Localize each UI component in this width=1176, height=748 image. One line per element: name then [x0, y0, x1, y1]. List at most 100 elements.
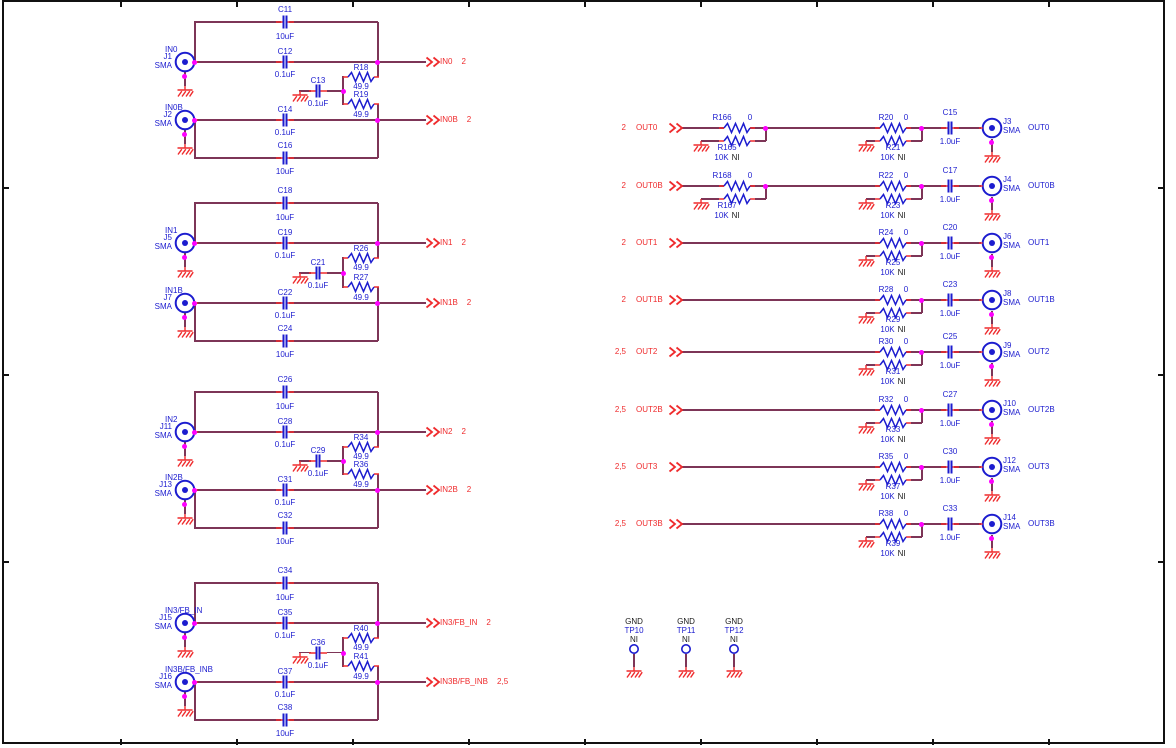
connector-type: SMA [154, 61, 172, 70]
net-label: IN1B [165, 286, 183, 295]
refdes-label: C12 [277, 47, 293, 56]
refdes-label: C30 [942, 447, 958, 456]
value-label: 10uF [275, 537, 295, 546]
wire [682, 127, 981, 129]
value-label: 49.9 [353, 643, 369, 652]
border-tick [352, 739, 354, 745]
wire [194, 682, 196, 720]
value-label: 0 [747, 113, 753, 122]
wire [685, 654, 687, 667]
refdes-label: C32 [277, 511, 293, 520]
ground-icon [984, 548, 1001, 559]
refdes-label: C11 [277, 5, 293, 14]
wire [755, 198, 766, 200]
junction-dot [341, 271, 346, 276]
value-label: 10uF [275, 402, 295, 411]
value-label: 10uF [275, 32, 295, 41]
resistor-icon [343, 251, 379, 265]
junction-dot [375, 488, 380, 493]
wire [194, 303, 196, 341]
junction-dot [182, 132, 187, 137]
refdes-label: C22 [277, 288, 293, 297]
ground-icon [858, 365, 875, 376]
net-label: OUT3 [1028, 462, 1050, 471]
net-label: GND [725, 617, 743, 626]
refdes-label: R35 [878, 452, 894, 461]
offpage-connector-icon [425, 676, 441, 688]
net-label: OUT1 [1028, 238, 1050, 247]
wire [377, 243, 379, 258]
value-label: 0 [903, 452, 909, 461]
ground-icon [292, 273, 309, 284]
junction-dot [182, 502, 187, 507]
junction-dot [989, 536, 994, 541]
connector-type: SMA [1003, 184, 1021, 193]
capacitor-icon [941, 459, 959, 475]
connector-type: SMA [154, 681, 172, 690]
page-ref-label: 2 [466, 115, 472, 124]
junction-dot [919, 408, 924, 413]
connector-ref: J6 [1003, 232, 1012, 241]
connector-type: SMA [154, 302, 172, 311]
junction-dot [192, 621, 197, 626]
border-tick [1158, 561, 1164, 563]
refdes-label: C15 [942, 108, 958, 117]
refdes-label: R167 [717, 201, 737, 210]
wire [299, 90, 311, 92]
wire [991, 139, 993, 152]
refdes-label: R40 [353, 624, 369, 633]
wire [991, 363, 993, 376]
resistor-icon [875, 517, 911, 531]
resistor-icon [343, 280, 379, 294]
wire [911, 255, 922, 257]
border-tick [816, 1, 818, 7]
wire [921, 467, 923, 480]
wire [921, 410, 923, 423]
capacitor-icon [941, 235, 959, 251]
wire [682, 523, 981, 525]
junction-dot [919, 184, 924, 189]
net-name: OUT1B [636, 295, 663, 304]
capacitor-icon [276, 195, 294, 211]
junction-dot [341, 459, 346, 464]
refdes-label: C21 [310, 258, 326, 267]
net-label: IN2B [165, 473, 183, 482]
refdes-label: R36 [353, 460, 369, 469]
wire [377, 583, 379, 623]
connector-ref: J15 [159, 613, 172, 622]
sma-connector-icon [174, 421, 198, 443]
refdes-label: R41 [353, 652, 369, 661]
connector-ref: J2 [163, 110, 172, 119]
wire [299, 460, 311, 462]
junction-dot [192, 241, 197, 246]
junction-dot [375, 60, 380, 65]
border-tick [120, 1, 122, 7]
refdes-label: TP11 [676, 626, 696, 635]
wire [197, 622, 426, 624]
ground-icon [984, 376, 1001, 387]
net-name: IN0B [440, 115, 458, 124]
capacitor-icon [309, 645, 327, 660]
junction-dot [192, 430, 197, 435]
refdes-label: C29 [310, 446, 326, 455]
wire [633, 654, 635, 667]
capacitor-icon [309, 83, 327, 99]
net-label: GND [625, 617, 643, 626]
wire [377, 22, 379, 62]
capacitor-icon [276, 384, 294, 400]
refdes-label: C26 [277, 375, 293, 384]
refdes-label: R38 [878, 509, 894, 518]
refdes-label: C14 [277, 105, 293, 114]
junction-dot [375, 680, 380, 685]
testpoint-icon [681, 644, 691, 654]
net-label: OUT0B [1028, 181, 1055, 190]
offpage-connector-icon [425, 617, 441, 629]
capacitor-icon [941, 120, 959, 136]
resistor-icon [875, 121, 911, 135]
